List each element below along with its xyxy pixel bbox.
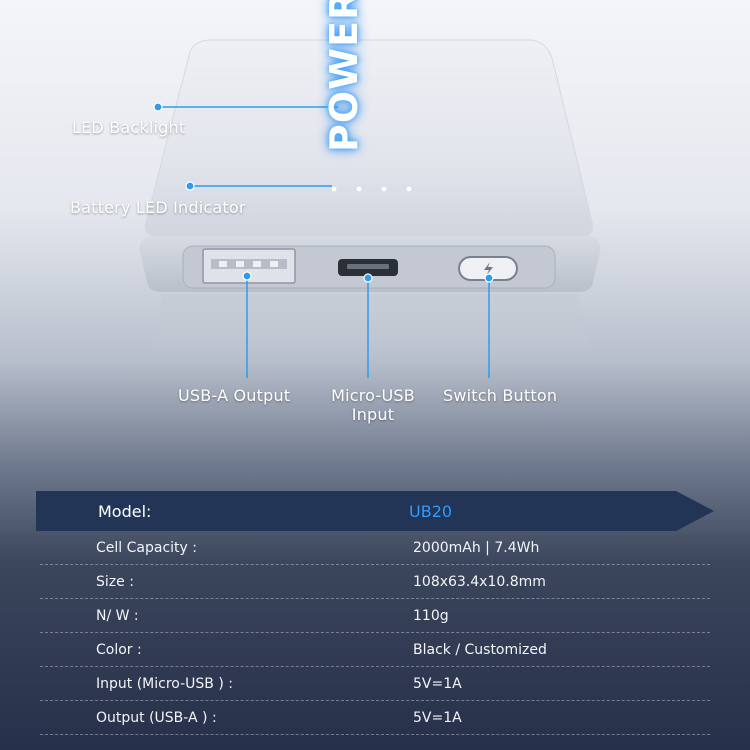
spec-key: Output (USB-A ) :: [96, 709, 217, 726]
spec-row: Cell Capacity : 2000mAh | 7.4Wh: [40, 531, 710, 565]
callout-switch-button: Switch Button: [443, 386, 558, 405]
device-top-surface: [144, 39, 594, 239]
spec-header: Model: UB20: [36, 491, 716, 531]
callout-dot: [484, 273, 494, 283]
callout-micro-usb-line2: Input: [351, 405, 395, 424]
spec-row: Size : 108x63.4x10.8mm: [40, 565, 710, 599]
spec-row: Output (USB-A ) : 5V=1A: [40, 701, 710, 735]
callout-micro-usb-line1: Micro-USB: [331, 386, 415, 405]
callout-battery-led-indicator: Battery LED Indicator: [70, 198, 246, 217]
spec-value: 108x63.4x10.8mm: [413, 573, 546, 590]
callout-dot: [153, 102, 163, 112]
led-dot: [406, 186, 412, 192]
callout-dot: [242, 271, 252, 281]
led-dot: [331, 186, 337, 192]
led-dot: [356, 186, 362, 192]
callout-usb-a-output: USB-A Output: [178, 386, 291, 405]
spec-key: Color :: [96, 641, 142, 658]
spec-key: Cell Capacity :: [96, 539, 197, 556]
callout-led-backlight: LED Backlight: [72, 118, 186, 137]
spec-value: 110g: [413, 607, 449, 624]
spec-key: N/ W :: [96, 607, 139, 624]
spec-row: N/ W : 110g: [40, 599, 710, 633]
spec-header-key: Model:: [98, 502, 152, 521]
product-illustration: POWER LED Backlight Battery LED Indicato…: [70, 0, 601, 424]
spec-header-bar: [36, 491, 714, 531]
power-bank-drawing: [139, 39, 601, 378]
spec-key: Input (Micro-USB ) :: [96, 675, 233, 692]
spec-value: 2000mAh | 7.4Wh: [413, 539, 540, 556]
power-logo-text: POWER: [322, 0, 366, 152]
spec-key: Size :: [96, 573, 134, 590]
spec-table: Model: UB20 Cell Capacity : 2000mAh | 7.…: [36, 491, 716, 735]
spec-header-value: UB20: [409, 502, 453, 521]
spec-value: 5V=1A: [413, 675, 462, 692]
callout-micro-usb-input: Micro-USB Input: [318, 386, 428, 424]
spec-value: Black / Customized: [413, 641, 547, 658]
spec-value: 5V=1A: [413, 709, 462, 726]
callout-dot: [185, 181, 195, 191]
spec-row: Color : Black / Customized: [40, 633, 710, 667]
callout-dot: [363, 273, 373, 283]
spec-row: Input (Micro-USB ) : 5V=1A: [40, 667, 710, 701]
led-dot: [381, 186, 387, 192]
